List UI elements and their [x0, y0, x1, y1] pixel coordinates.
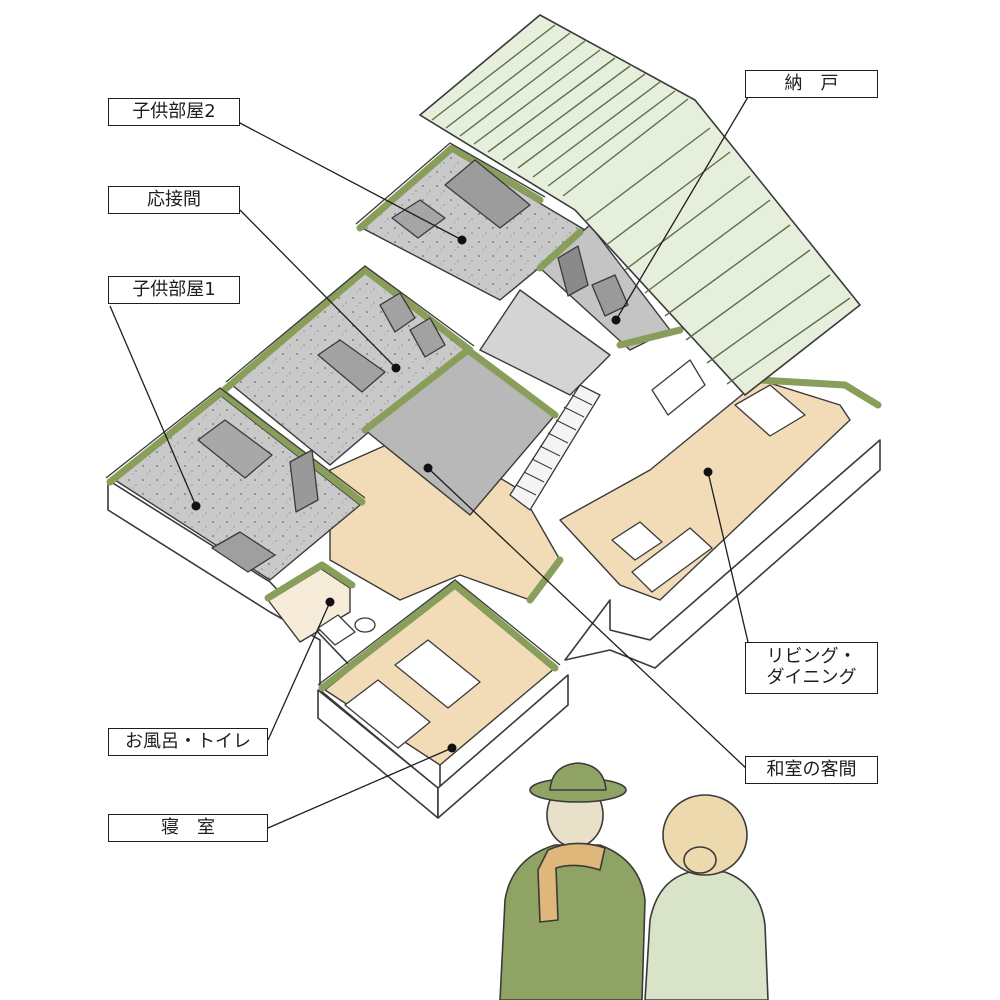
- woman-hair: [662, 794, 748, 876]
- bedroom-right-wall: [437, 674, 569, 819]
- leader-bath-toilet: [267, 601, 331, 741]
- roof-stripes: [431, 24, 851, 385]
- storage-boxes: [557, 245, 589, 297]
- living-dining-floor: [559, 379, 851, 601]
- sofa-reception: [317, 339, 386, 393]
- staircase: [509, 384, 601, 511]
- chest-child-1: [289, 449, 319, 513]
- man-coat: [499, 844, 646, 1000]
- bed-child-1: [197, 419, 273, 479]
- bed-child-2: [444, 159, 531, 229]
- kitchen-counter: [651, 359, 706, 416]
- label-storage: 納 戸: [745, 70, 878, 98]
- dot-icon: [447, 743, 457, 753]
- dot-icon: [611, 315, 621, 325]
- corridor-floor: [479, 289, 611, 396]
- stair-steps: [515, 394, 593, 496]
- living-sofa: [631, 527, 713, 593]
- roof-panel: [418, 14, 862, 397]
- bed-bedroom-2: [394, 639, 481, 709]
- leader-japanese-room: [427, 467, 749, 771]
- label-living-dining: リビング・ ダイニング: [745, 642, 878, 694]
- label-child-room-2: 子供部屋2: [108, 98, 240, 126]
- desk-child-1: [211, 531, 276, 573]
- bathtub: [317, 614, 356, 646]
- armchair-reception-2: [409, 317, 446, 358]
- dot-icon: [423, 463, 433, 473]
- woman-coat: [644, 871, 769, 1000]
- storage-stroller: [591, 274, 629, 317]
- label-bedroom: 寝 室: [108, 814, 268, 842]
- man-scarf: [537, 842, 606, 923]
- dot-icon: [391, 363, 401, 373]
- leader-bedroom: [267, 747, 453, 829]
- toilet: [354, 617, 376, 633]
- leader-storage: [615, 96, 749, 321]
- leader-child-room-1: [109, 305, 197, 507]
- wall-tops: [106, 144, 882, 692]
- label-japanese-guest-room: 和室の客間: [745, 756, 878, 784]
- coffee-table: [611, 521, 663, 561]
- woman-hair-bun: [683, 846, 717, 874]
- dot-icon: [191, 501, 201, 511]
- leader-child-room-2: [237, 121, 463, 241]
- bed-bedroom-1: [344, 679, 431, 749]
- armchair-reception-1: [379, 292, 416, 333]
- dot-icon: [457, 235, 467, 245]
- right-outer-wall: [564, 439, 881, 669]
- leader-living-dining: [707, 471, 749, 643]
- man-hat-crown: [549, 762, 607, 791]
- wall-outlines: [105, 142, 561, 686]
- leader-lines: [109, 96, 749, 829]
- dot-icon: [325, 597, 335, 607]
- dot-icon: [703, 467, 713, 477]
- furniture: [197, 159, 806, 749]
- dining-table: [734, 384, 806, 437]
- label-bath-toilet: お風呂・トイレ: [108, 728, 268, 756]
- label-reception-room: 応接間: [108, 186, 240, 214]
- label-child-room-1: 子供部屋1: [108, 276, 240, 304]
- leader-reception: [239, 209, 397, 369]
- roof: [418, 14, 862, 397]
- callout-dots: [191, 235, 713, 753]
- couple: [499, 762, 769, 1000]
